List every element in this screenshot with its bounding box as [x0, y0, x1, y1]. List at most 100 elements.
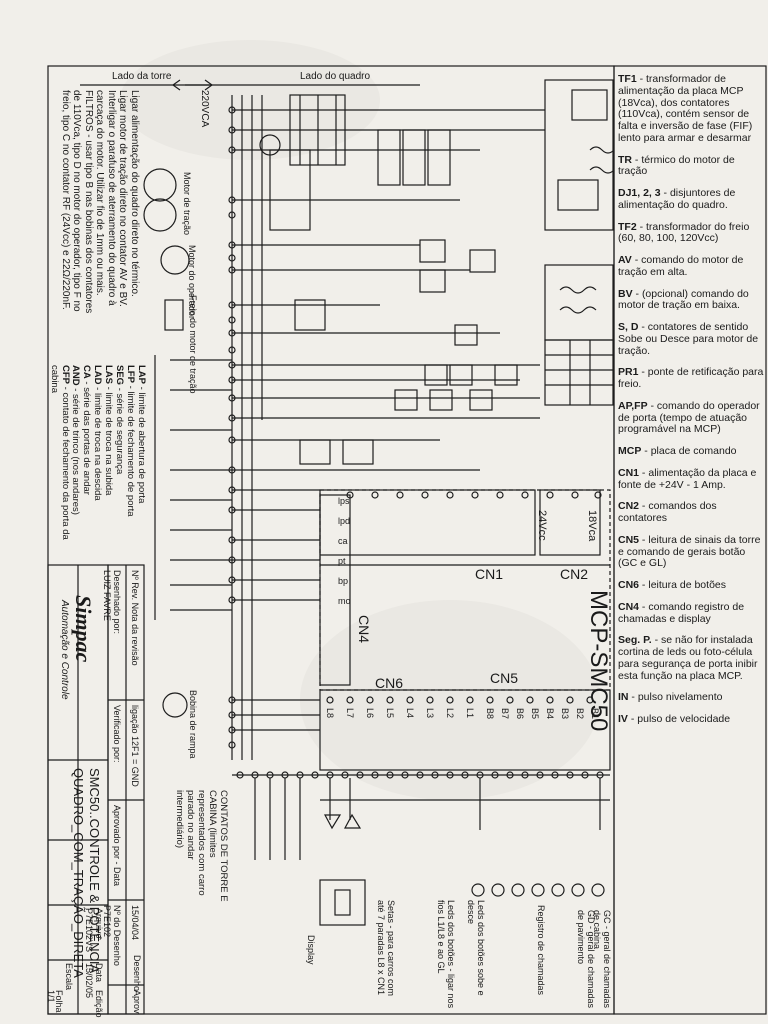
- operator-motor-symbol: [160, 245, 190, 275]
- cn4-pin: bp: [338, 576, 349, 586]
- cn4-pin: lpd: [338, 516, 351, 526]
- cn6-pin: L2: [445, 708, 455, 719]
- legend-item: CN4 - comando registro de chamadas e dis…: [618, 600, 745, 625]
- note-line: de 110Vca, tipo D no motor do operador, …: [71, 90, 83, 312]
- ramp-coil-symbol: [162, 692, 188, 718]
- relay-d-coil: [469, 389, 493, 411]
- cn5-pin: B6: [515, 708, 525, 720]
- contactor-s: [377, 129, 401, 186]
- relay-pr1: [294, 299, 326, 331]
- note-line: Ligar alimentação do quadro direto no té…: [129, 90, 140, 297]
- cn5-pin: B8: [485, 708, 495, 720]
- rev-no-label: Nº Rev. Nota da revisão: [130, 570, 140, 666]
- legend-row: LFP - limite de fechamento de porta: [125, 365, 137, 517]
- ramp-coil-label: Bobina de rampa: [188, 690, 198, 759]
- v18-label: 18Vca: [586, 510, 598, 542]
- component-legend: TF1 - transformador de alimentação da pl…: [618, 73, 764, 736]
- bottom-note: Registro de chamadas: [536, 905, 546, 996]
- fif-module: [571, 89, 608, 121]
- legend-item: AP,FP - comando do operador de porta (te…: [618, 399, 760, 436]
- panel-side-label: Lado do quadro: [300, 71, 371, 82]
- arrow-led-down: [323, 814, 342, 830]
- legend-row: SEG - série de segurança: [114, 365, 126, 475]
- bottom-note: Leds dos botões - ligar nos fios L1/L8 e…: [435, 900, 456, 1009]
- cn6-pin: L3: [425, 708, 435, 719]
- cn6-pin: L8: [325, 708, 335, 719]
- legend-row: LAS - limite de troca na subida: [103, 365, 115, 496]
- cn5-cn6-block: [319, 689, 611, 771]
- legend-row: AND - série de trinco (nos andares): [70, 365, 82, 515]
- rev-text: ligação 12F1 = GND: [130, 705, 140, 787]
- legend-item: TF1 - transformador de alimentação da pl…: [618, 73, 753, 144]
- tower-side-label: Lado da torre: [112, 71, 172, 82]
- cn4-block: [319, 494, 351, 686]
- relay-rm: [342, 439, 374, 465]
- designer2-label: Desenho: [132, 955, 142, 992]
- cn2-block: [539, 489, 601, 556]
- note-line: Ligar motor de tração direto no contator…: [117, 90, 129, 307]
- voltage-label: 220VCA: [199, 90, 210, 128]
- file-label: Arquivo: [94, 908, 104, 939]
- note-line: carcaça do motor. Utilizar fio de 1mm ou…: [94, 90, 106, 296]
- transformer-tf2: [544, 264, 614, 341]
- tf2-tap-table: [544, 339, 614, 406]
- checked-label: Verificado por:: [112, 705, 122, 763]
- cn5-pin: B5: [530, 708, 540, 720]
- legend-item: BV - (opcional) comando do motor de traç…: [618, 287, 749, 312]
- legend-item: CN6 - leitura de botões: [618, 579, 726, 591]
- cn6-pin: L1: [465, 708, 475, 719]
- bottom-note: GC - geral de chamadas de cabina: [591, 910, 612, 1009]
- relay-rf: [299, 439, 331, 465]
- bottom-note: Setas - para carros com até 7 paradas L8…: [375, 900, 396, 997]
- brake-label: Freio do motor de tração: [188, 295, 198, 394]
- note-line: Interligar o parafuso de aterramento do …: [106, 90, 117, 306]
- legend-item: S, D - contatores de sentido Sobe ou Des…: [618, 321, 759, 357]
- thermal-relay-symbol: [259, 134, 281, 156]
- note-line: FILTROS - usar tipo B nas bobinas dos co…: [83, 90, 94, 314]
- legend-item: MCP - placa de comando: [618, 445, 737, 457]
- legend-item: AV - comando do motor de tração em alta.: [618, 254, 744, 278]
- legend-row: CA - série das portas de andar: [81, 365, 93, 495]
- relay-av-coil: [424, 364, 448, 386]
- legend-item: TF2 - transformador do freio (60, 80, 10…: [618, 220, 750, 245]
- cn6-pin: L5: [385, 708, 395, 719]
- display-box: [319, 879, 366, 926]
- legend-item: IV - pulso de velocidade: [618, 713, 731, 725]
- cn6-pin: L7: [345, 708, 355, 719]
- call-button-leds: [471, 883, 605, 897]
- cn4-pin: pt: [338, 556, 346, 566]
- legend-item: TR - térmico do motor de tração: [618, 153, 735, 178]
- contactor-fp: [427, 129, 451, 186]
- legend-item: CN1 - alimentação da placa e fonte de +2…: [618, 466, 757, 491]
- wiring-notes: Ligar alimentação do quadro direto no té…: [60, 90, 140, 410]
- cn5-pin: B7: [500, 708, 510, 720]
- date-label: Data: [94, 963, 104, 983]
- legend-item: IN - pulso nivelamento: [618, 691, 723, 704]
- cn5-label: CN5: [490, 670, 519, 686]
- relay-re: [419, 239, 446, 263]
- company-logo-text: Simpac: [71, 595, 96, 663]
- bottom-note: Leds dos botões sobe e desce: [465, 900, 486, 996]
- traction-motor-label: Motor de tração: [182, 172, 192, 236]
- designer-name: LUIZ FAVRE: [102, 570, 112, 621]
- legend-item: CN5 - leitura de sinais da torre e coman…: [618, 533, 761, 570]
- tower-contacts-note: CONTATOS DE TORRE E CABINA (limites repr…: [174, 790, 229, 902]
- limit-switch-legend: LAP - limite de abertura de porta LFP - …: [48, 365, 147, 565]
- approver-label: Aprov.: [132, 990, 142, 1016]
- arrow-led-up: [343, 813, 362, 829]
- drawing-no-label: Nº do Desenho: [112, 905, 122, 966]
- scale-label: Escala: [64, 963, 74, 991]
- sheet-value: 1/1: [46, 990, 56, 1003]
- bottom-note: Display: [306, 935, 316, 965]
- transformer-tf1: [544, 79, 614, 231]
- legend-item: PR1 - ponte de retificação para freio.: [618, 366, 764, 390]
- cn4-pin: mo: [338, 596, 351, 606]
- cn4-label: CN4: [356, 615, 372, 644]
- legend-row: LAD - limite de troca na descida: [92, 365, 104, 501]
- company-subtitle: Automação e Controle: [59, 600, 70, 700]
- relay-ap-coil: [454, 324, 478, 346]
- relay-ss-coil: [494, 364, 518, 386]
- edition-label: Edição: [94, 990, 104, 1018]
- cn5-pin: B3: [560, 708, 570, 720]
